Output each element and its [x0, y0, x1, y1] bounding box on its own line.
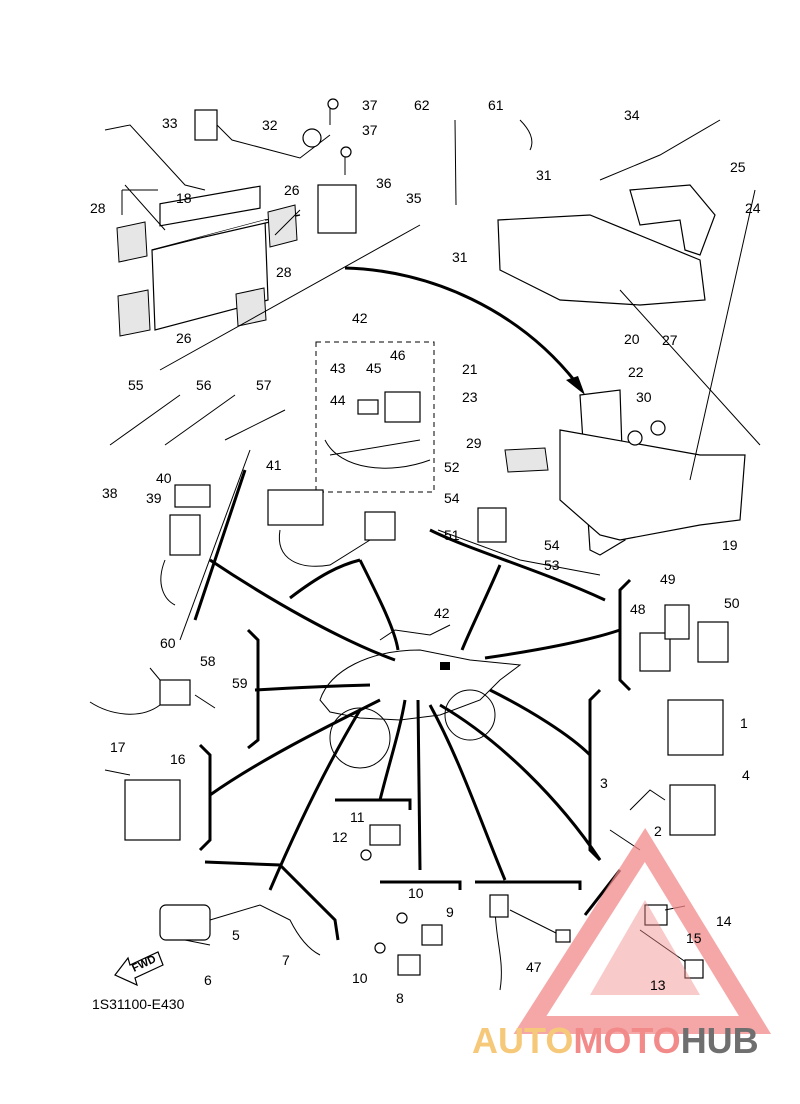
part-label: 20: [624, 331, 640, 347]
part-label: 61: [488, 97, 504, 113]
part-label: 44: [330, 392, 346, 408]
part-label: 62: [414, 97, 430, 113]
part-label: 53: [544, 557, 560, 573]
part-label: 24: [745, 200, 761, 216]
part-label: 42: [434, 605, 450, 621]
battery-box-group: [437, 119, 761, 576]
part-label: 10: [352, 970, 368, 986]
part-label: 45: [366, 360, 382, 376]
watermark-part1: AUTO: [472, 1020, 574, 1061]
part-label: 34: [624, 107, 640, 123]
part-label: 37: [362, 97, 378, 113]
part-label: 22: [628, 364, 644, 380]
part-label: 5: [232, 927, 240, 943]
part-label: 47: [526, 959, 542, 975]
watermark-part2: MOTO: [573, 1020, 681, 1061]
part-label: 26: [176, 330, 192, 346]
part-label: 9: [446, 904, 454, 920]
part-label: 11: [350, 809, 365, 825]
part-label: 15: [686, 930, 702, 946]
part-label: 56: [196, 377, 212, 393]
part-label: 58: [200, 653, 216, 669]
part-label: 52: [444, 459, 460, 475]
part-label: 43: [330, 360, 346, 376]
part-label: 2: [654, 823, 662, 839]
part-label: 37: [362, 122, 378, 138]
part-label: 50: [724, 595, 740, 611]
group-brackets: [193, 469, 632, 941]
part-label: 30: [636, 389, 652, 405]
part-label: 49: [660, 571, 676, 587]
part-label: 14: [716, 913, 732, 929]
part-label: 1: [740, 715, 748, 731]
fwd-arrow: FWD: [114, 951, 164, 987]
leader-lines: [209, 558, 621, 891]
part-label: 51: [444, 527, 460, 543]
part-label: 38: [102, 485, 118, 501]
part-label: 48: [630, 601, 646, 617]
lower-parts: [89, 604, 729, 991]
part-label: 60: [160, 635, 176, 651]
part-label: 36: [376, 175, 392, 191]
part-label: 17: [110, 739, 126, 755]
assembly-arrowhead: [566, 376, 585, 395]
part-label: 13: [650, 977, 666, 993]
battery-group: [104, 98, 421, 371]
part-label: 54: [544, 537, 560, 553]
part-label: 46: [390, 347, 406, 363]
part-label: 12: [332, 829, 348, 845]
part-label: 32: [262, 117, 278, 133]
watermark-text: AUTOMOTOHUB: [472, 1020, 759, 1062]
part-label: 41: [266, 457, 282, 473]
part-label: 21: [462, 361, 478, 377]
part-label: 29: [466, 435, 482, 451]
part-label: 57: [256, 377, 272, 393]
motorcycle-outline: [319, 624, 522, 769]
part-label: 40: [156, 470, 172, 486]
part-label: 16: [170, 751, 186, 767]
part-label: 28: [90, 200, 106, 216]
part-label: 23: [462, 389, 478, 405]
part-label: 54: [444, 490, 460, 506]
part-label: 4: [742, 767, 750, 783]
part-label: 39: [146, 490, 162, 506]
part-label: 31: [452, 249, 468, 265]
watermark-logo: [513, 828, 772, 1034]
part-label: 26: [284, 182, 300, 198]
part-label: 10: [408, 885, 424, 901]
inset-box-42: [315, 341, 435, 493]
watermark-part3: HUB: [680, 1020, 759, 1061]
diagram-code: 1S31100-E430: [92, 996, 185, 1012]
part-label: 25: [730, 159, 746, 175]
assembly-arrow: [344, 266, 580, 386]
part-label: 19: [722, 537, 738, 553]
part-label: 3: [600, 775, 608, 791]
part-labels: 1 4 3 2 5 6 7 8 9 10 10 11 12 13 14 15 1…: [90, 97, 761, 1006]
part-label: 31: [536, 167, 552, 183]
part-label: 42: [352, 310, 368, 326]
part-label: 8: [396, 990, 404, 1006]
part-label: 55: [128, 377, 144, 393]
part-label: 33: [162, 115, 178, 131]
part-label: 7: [282, 952, 290, 968]
left-parts: [109, 394, 396, 641]
part-label: 35: [406, 190, 422, 206]
part-label: 59: [232, 675, 248, 691]
part-label: 28: [276, 264, 292, 280]
part-label: 18: [176, 190, 192, 206]
part-label: 6: [204, 972, 212, 988]
part-label: 27: [662, 332, 678, 348]
